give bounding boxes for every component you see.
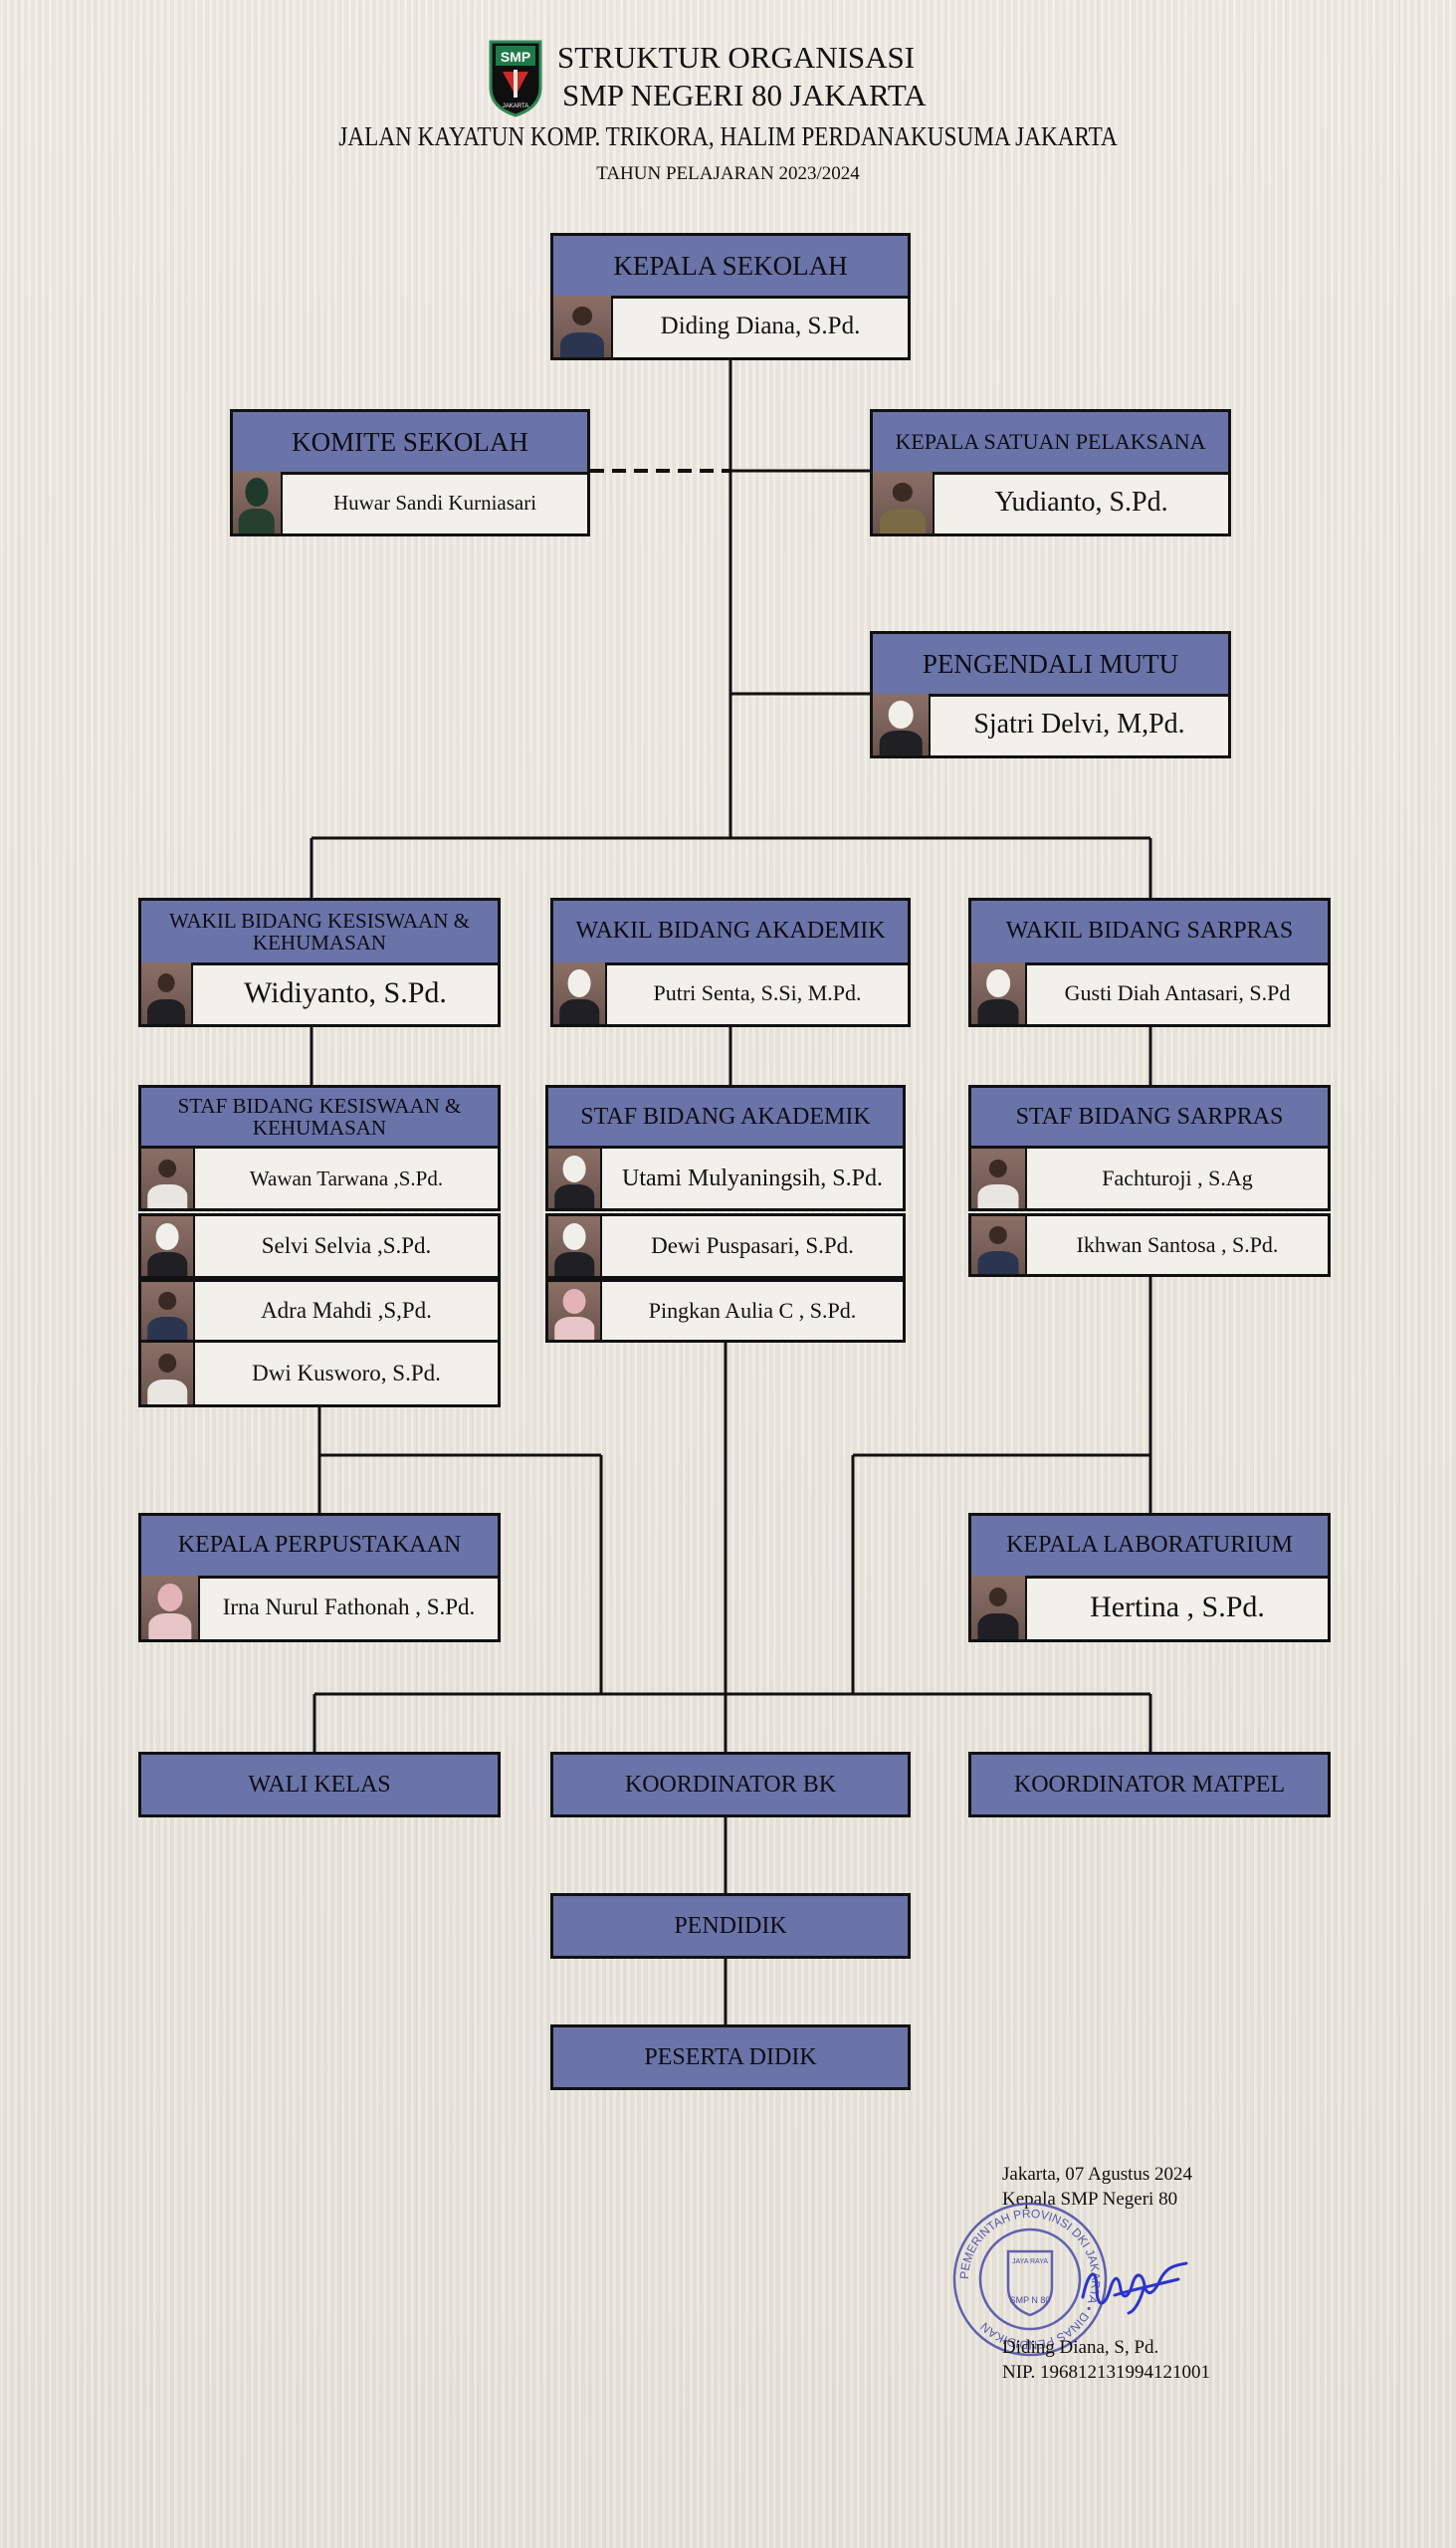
logo-subtext: JAKARTA (503, 104, 528, 109)
person-name: Diding Diana, S.Pd. (660, 313, 861, 339)
node-staf-kesiswaan-title: STAF BIDANG KESISWAAN & KEHUMASAN (138, 1085, 501, 1149)
staff-row: Wawan Tarwana ,S.Pd. (138, 1146, 501, 1211)
person-photo (548, 1149, 602, 1208)
signature-place-date: Jakarta, 07 Agustus 2024 (1002, 2164, 1193, 2185)
node-pendidik: PENDIDIK (550, 1893, 911, 1959)
node-staf-akademik-title: STAF BIDANG AKADEMIK (545, 1085, 906, 1149)
school-address: JALAN KAYATUN KOMP. TRIKORA, HALIM PERDA… (338, 121, 1118, 151)
person-photo (873, 472, 935, 533)
node-kepala-satuan-pelaksana: KEPALA SATUAN PELAKSANA Yudianto, S.Pd. (870, 409, 1231, 536)
node-wakil-kesiswaan: WAKIL BIDANG KESISWAAN & KEHUMASAN Widiy… (138, 898, 501, 1027)
person-photo (141, 962, 193, 1024)
chart-title-line2: SMP NEGERI 80 JAKARTA (562, 78, 927, 112)
person-name: Dewi Puspasari, S.Pd. (651, 1233, 854, 1258)
node-title: WAKIL BIDANG SARPRAS (971, 901, 1328, 965)
person-photo (548, 1282, 602, 1340)
person-name: Yudianto, S.Pd. (994, 487, 1168, 518)
person-photo (141, 1216, 195, 1276)
staff-row: Dwi Kusworo, S.Pd. (138, 1340, 501, 1407)
official-stamp-icon: PEMERINTAH PROVINSI DKI JAKARTA • DINAS … (952, 2202, 1108, 2357)
person-name: Adra Mahdi ,S,Pd. (261, 1298, 432, 1323)
academic-year: TAHUN PELAJARAN 2023/2024 (596, 163, 860, 184)
node-title: KEPALA SEKOLAH (553, 236, 908, 299)
node-title: WAKIL BIDANG KESISWAAN & KEHUMASAN (141, 901, 498, 965)
person-name: Putri Senta, S.Si, M.Pd. (653, 980, 862, 1005)
node-koordinator-matpel: KOORDINATOR MATPEL (968, 1752, 1331, 1817)
person-name: Selvi Selvia ,S.Pd. (261, 1233, 432, 1258)
node-kepala-laboratorium: KEPALA LABORATURIUM Hertina , S.Pd. (968, 1513, 1331, 1642)
person-name: Utami Mulyaningsih, S.Pd. (621, 1165, 884, 1191)
stamp-top-text: JAYA RAYA (1012, 2258, 1048, 2265)
node-wakil-sarpras: WAKIL BIDANG SARPRAS Gusti Diah Antasari… (968, 898, 1331, 1027)
node-komite-sekolah: KOMITE SEKOLAH Huwar Sandi Kurniasari (230, 409, 590, 536)
person-photo (141, 1576, 200, 1639)
person-name: Pingkan Aulia C , S.Pd. (648, 1298, 857, 1323)
person-photo (141, 1282, 195, 1340)
node-title: KEPALA PERPUSTAKAAN (141, 1516, 498, 1579)
stamp-center-text: SMP N 80 (1010, 2295, 1051, 2305)
staff-row: Utami Mulyaningsih, S.Pd. (545, 1146, 906, 1211)
node-koordinator-bk: KOORDINATOR BK (550, 1752, 911, 1817)
person-photo (971, 1149, 1027, 1208)
person-name: Dwi Kusworo, S.Pd. (252, 1361, 441, 1385)
person-name: Hertina , S.Pd. (1090, 1591, 1265, 1623)
staff-row: Pingkan Aulia C , S.Pd. (545, 1279, 906, 1343)
staff-row: Fachturoji , S.Ag (968, 1146, 1331, 1211)
school-logo-icon: SMP JAKARTA (489, 40, 542, 117)
person-photo (141, 1149, 195, 1208)
node-title: WAKIL BIDANG AKADEMIK (553, 901, 908, 965)
node-title: KEPALA SATUAN PELAKSANA (873, 412, 1228, 475)
person-photo (873, 694, 931, 755)
person-name: Irna Nurul Fathonah , S.Pd. (222, 1594, 476, 1619)
person-name: Sjatri Delvi, M,Pd. (973, 709, 1185, 740)
node-title: PENGENDALI MUTU (873, 634, 1228, 697)
logo-text: SMP (501, 49, 530, 65)
node-pengendali-mutu: PENGENDALI MUTU Sjatri Delvi, M,Pd. (870, 631, 1231, 758)
signature-name: Diding Diana, S, Pd. (1002, 2337, 1159, 2358)
person-name: Gusti Diah Antasari, S.Pd (1064, 980, 1291, 1005)
node-title: KOMITE SEKOLAH (233, 412, 587, 475)
node-wali-kelas: WALI KELAS (138, 1752, 501, 1817)
staff-row: Selvi Selvia ,S.Pd. (138, 1213, 501, 1279)
person-photo (553, 296, 613, 357)
person-name: Widiyanto, S.Pd. (244, 976, 447, 1009)
node-peserta-didik: PESERTA DIDIK (550, 2024, 911, 2090)
person-photo (971, 1576, 1027, 1639)
node-kepala-perpustakaan: KEPALA PERPUSTAKAAN Irna Nurul Fathonah … (138, 1513, 501, 1642)
node-title: KEPALA LABORATURIUM (971, 1516, 1328, 1579)
person-photo (141, 1343, 195, 1404)
node-kepala-sekolah: KEPALA SEKOLAH Diding Diana, S.Pd. (550, 233, 911, 360)
person-photo (553, 962, 607, 1024)
handwritten-signature-icon (1081, 2261, 1188, 2315)
staff-row: Ikhwan Santosa , S.Pd. (968, 1213, 1331, 1277)
staff-row: Adra Mahdi ,S,Pd. (138, 1279, 501, 1343)
person-name: Huwar Sandi Kurniasari (332, 490, 537, 515)
node-staf-sarpras-title: STAF BIDANG SARPRAS (968, 1085, 1331, 1149)
signature-nip: NIP. 196812131994121001 (1002, 2362, 1211, 2383)
person-photo (971, 1216, 1027, 1274)
chart-title-line1: STRUKTUR ORGANISASI (557, 40, 916, 75)
staff-row: Dewi Puspasari, S.Pd. (545, 1213, 906, 1279)
node-wakil-akademik: WAKIL BIDANG AKADEMIK Putri Senta, S.Si,… (550, 898, 911, 1027)
person-photo (548, 1216, 602, 1276)
person-name: Wawan Tarwana ,S.Pd. (249, 1166, 444, 1190)
person-photo (233, 472, 283, 533)
person-photo (971, 962, 1027, 1024)
person-name: Fachturoji , S.Ag (1102, 1166, 1253, 1190)
person-name: Ikhwan Santosa , S.Pd. (1076, 1232, 1279, 1257)
